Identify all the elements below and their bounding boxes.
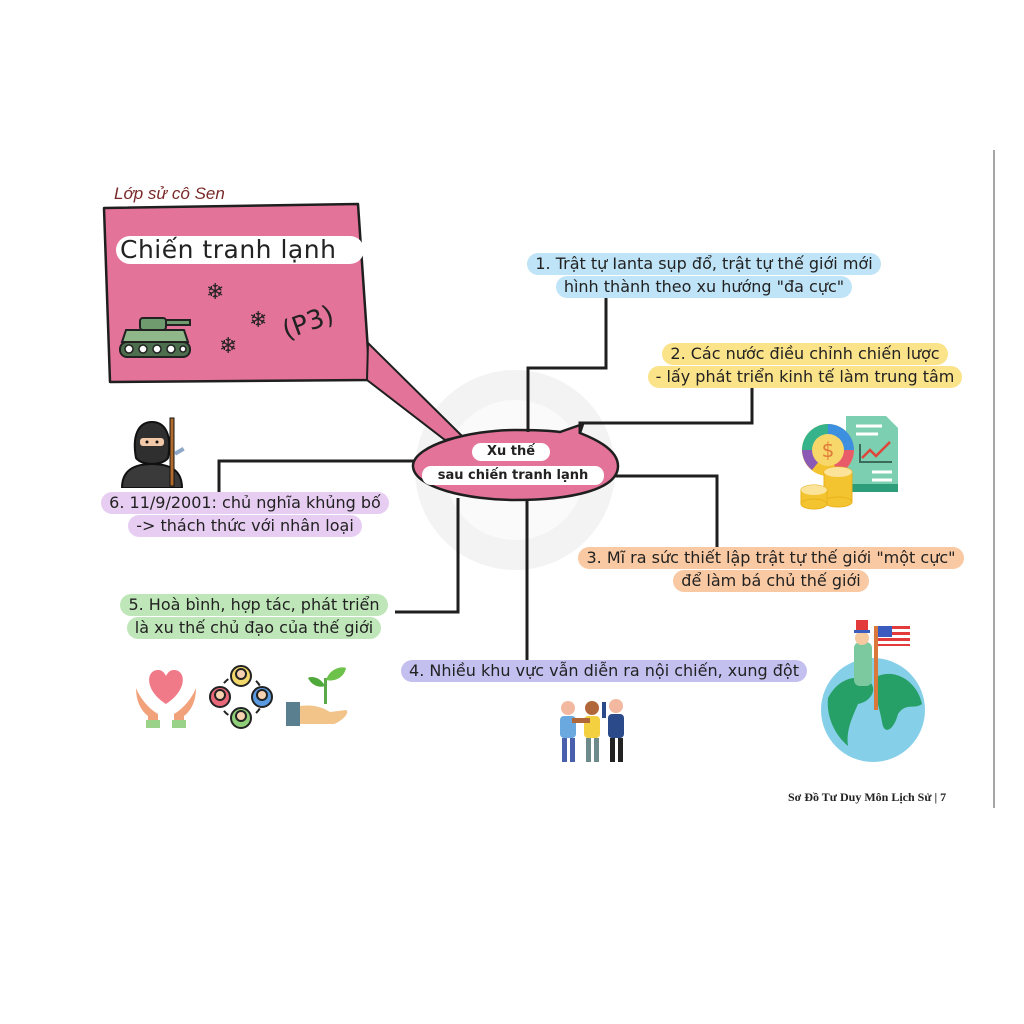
connector-lines: [217, 297, 754, 662]
cooperation-people-icon: [209, 665, 273, 729]
snowflake-icon: ❄: [249, 308, 268, 333]
terrorist-icon: [120, 417, 185, 488]
center-node-line1: Xu thế: [472, 443, 550, 461]
branch-1-line-2: hình thành theo xu hướng "đa cực": [555, 276, 853, 298]
branch-5-line-1: 5. Hoà bình, hợp tác, phát triển: [120, 594, 388, 616]
card-title: Chiến tranh lạnh: [116, 236, 364, 264]
branch-3-line-2: để làm bá chủ thế giới: [673, 570, 869, 592]
page-footer: Sơ Đồ Tư Duy Môn Lịch Sử | 7: [788, 790, 947, 804]
branch-6-line-2: -> thách thức với nhân loại: [128, 515, 362, 537]
branch-2-line-2: - lấy phát triển kinh tế làm trung tâm: [647, 366, 963, 388]
brand-label: Lớp sử cô Sen: [114, 184, 225, 203]
branch-2: 2. Các nước điều chỉnh chiến lược - lấy …: [640, 343, 970, 389]
people-fighting-icon: [560, 699, 624, 762]
tank-icon: [119, 317, 191, 358]
branch-1: 1. Trật tự Ianta sụp đổ, trật tự thế giớ…: [508, 253, 900, 299]
economy-chart-icon: $: [800, 416, 898, 510]
connector-2: [578, 385, 754, 433]
plant-hand-icon: [286, 667, 348, 726]
center-node-line2: sau chiến tranh lạnh: [422, 466, 604, 485]
branch-2-line-1: 2. Các nước điều chỉnh chiến lược: [662, 343, 948, 365]
branch-5-line-2: là xu thế chủ đạo của thế giới: [126, 617, 382, 639]
branch-5: 5. Hoà bình, hợp tác, phát triển là xu t…: [96, 594, 412, 640]
snowflake-icon: ❄: [206, 280, 225, 305]
connector-1: [526, 297, 608, 432]
connector-5: [395, 498, 460, 614]
branch-3-line-1: 3. Mĩ ra sức thiết lập trật tự thế giới …: [578, 547, 964, 569]
uncle-sam-globe-icon: [821, 620, 925, 762]
branch-6-line-1: 6. 11/9/2001: chủ nghĩa khủng bố: [101, 492, 389, 514]
connector-6: [217, 459, 414, 498]
heart-hands-icon: [136, 670, 196, 728]
svg-text:$: $: [822, 438, 835, 462]
snowflake-icon: ❄: [219, 334, 238, 359]
branch-3: 3. Mĩ ra sức thiết lập trật tự thế giới …: [562, 547, 980, 593]
branch-4-line-1: 4. Nhiều khu vực vẫn diễn ra nội chiến, …: [401, 660, 807, 682]
card-pointer: [365, 340, 464, 442]
branch-4: 4. Nhiều khu vực vẫn diễn ra nội chiến, …: [384, 660, 824, 683]
branch-6: 6. 11/9/2001: chủ nghĩa khủng bố -> thác…: [80, 492, 410, 538]
connector-3: [615, 474, 719, 553]
branch-1-line-1: 1. Trật tự Ianta sụp đổ, trật tự thế giớ…: [527, 253, 881, 275]
